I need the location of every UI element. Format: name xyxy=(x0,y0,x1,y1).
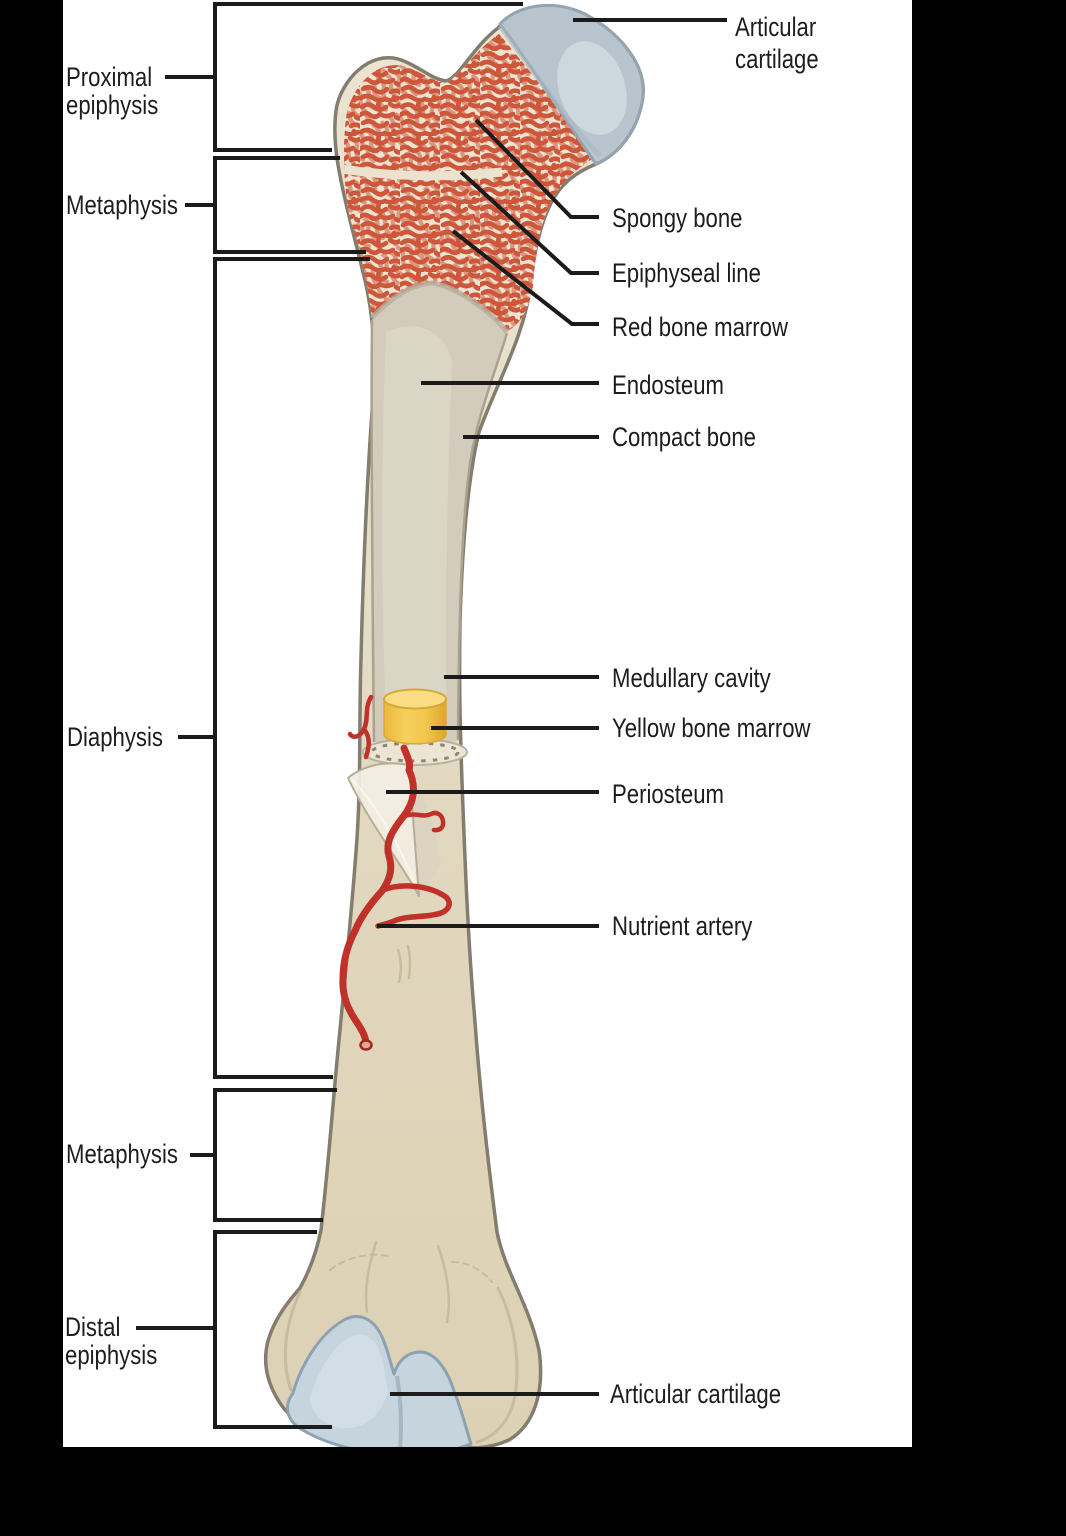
long-bone-diagram: Proximal epiphysis Metaphysis Diaphysis … xyxy=(63,0,912,1447)
nutrient-artery-vessel xyxy=(339,694,452,1051)
bracket-metaphysis-lower xyxy=(213,1088,337,1222)
bracket-metaphysis-upper xyxy=(213,156,366,254)
label-epiphyseal-line: Epiphyseal line xyxy=(612,258,761,288)
region-brackets xyxy=(136,2,523,1429)
pointer-epiphyseal-line xyxy=(459,170,599,275)
label-nutrient-artery: Nutrient artery xyxy=(612,911,753,941)
periosteum-flap xyxy=(347,762,441,897)
yellow-bone-marrow-cylinder xyxy=(383,688,447,745)
label-medullary-cavity: Medullary cavity xyxy=(612,663,771,693)
bracket-proximal-epiphysis xyxy=(213,2,523,152)
label-endosteum: Endosteum xyxy=(612,370,725,400)
label-proximal-epiphysis: Proximal epiphysis xyxy=(66,62,159,120)
pointer-lines xyxy=(377,18,727,1396)
pointer-red-bone-marrow xyxy=(451,229,599,326)
bracket-diaphysis xyxy=(213,257,370,1079)
bone-illustration xyxy=(136,2,727,1447)
label-articular-cartilage-top: Articular cartilage xyxy=(735,12,819,74)
label-distal-epiphysis: Distal epiphysis xyxy=(65,1312,158,1370)
label-spongy-bone: Spongy bone xyxy=(612,203,743,233)
epiphyseal-line-band xyxy=(344,163,503,181)
articular-cartilage-distal xyxy=(285,1315,473,1447)
label-diaphysis: Diaphysis xyxy=(67,722,163,752)
label-metaphysis-upper: Metaphysis xyxy=(66,190,178,220)
label-red-bone-marrow: Red bone marrow xyxy=(612,312,788,342)
medullary-cavity-region xyxy=(370,280,509,748)
label-compact-bone: Compact bone xyxy=(612,422,756,452)
label-metaphysis-lower: Metaphysis xyxy=(66,1139,178,1169)
pointer-spongy-bone xyxy=(474,118,599,219)
articular-cartilage-proximal xyxy=(497,3,645,166)
label-yellow-bone-marrow: Yellow bone marrow xyxy=(612,713,811,743)
bracket-distal-epiphysis xyxy=(213,1230,332,1429)
label-periosteum: Periosteum xyxy=(612,779,724,809)
label-articular-cartilage-bottom: Articular cartilage xyxy=(610,1379,782,1409)
